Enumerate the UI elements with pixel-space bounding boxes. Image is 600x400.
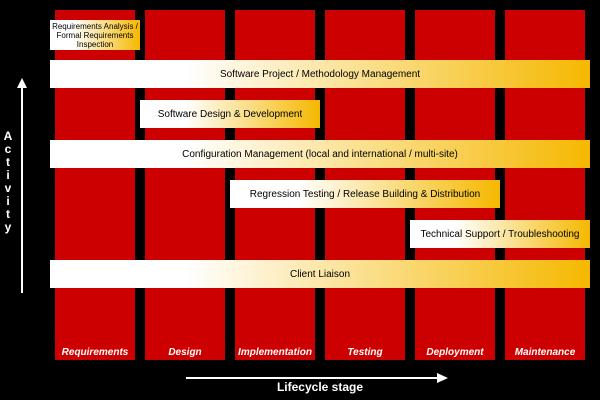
activity-design-development: Software Design & Development [140, 100, 320, 128]
stage-label-implementation: Implementation [238, 347, 312, 358]
activity-client-liaison: Client Liaison [50, 260, 590, 288]
activity-technical-support: Technical Support / Troubleshooting [410, 220, 590, 248]
stage-label-testing: Testing [347, 347, 383, 358]
activity-requirements-analysis: Requirements Analysis / Formal Requireme… [50, 20, 140, 50]
activity-regression-testing: Regression Testing / Release Building & … [230, 180, 500, 208]
x-axis-arrow [186, 373, 448, 383]
stage-label-design: Design [168, 347, 202, 358]
stage-label-maintenance: Maintenance [514, 347, 576, 358]
activity-project-management: Software Project / Methodology Managemen… [50, 60, 590, 88]
x-axis-label: Lifecycle stage [276, 380, 364, 394]
y-axis-arrow [17, 78, 27, 293]
activity-configuration-management: Configuration Management (local and inte… [50, 140, 590, 168]
stage-label-deployment: Deployment [426, 347, 484, 358]
stage-label-requirements: Requirements [61, 347, 129, 358]
